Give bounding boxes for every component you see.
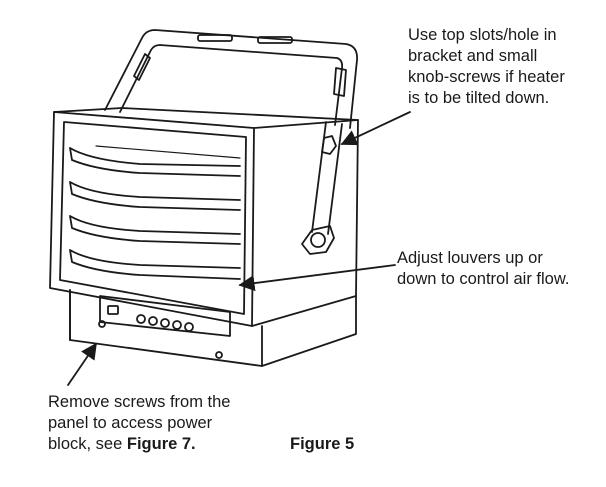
heater-cabinet	[49, 107, 359, 327]
bracket-slot-top-1	[197, 34, 233, 42]
panel-screw	[215, 351, 223, 359]
upper-bolt	[321, 135, 337, 155]
callout-line: down to control air flow.	[397, 270, 570, 288]
figure-caption: Figure 5	[290, 435, 355, 453]
louvers	[69, 145, 241, 280]
control-button	[184, 322, 194, 332]
figure-reference: Figure 7.	[126, 435, 196, 453]
callout-tilt-instructions: Use top slots/hole in bracket and small …	[408, 25, 565, 109]
callout-line: knob-screws if heater	[408, 68, 565, 86]
callout-line: bracket and small	[408, 47, 538, 65]
control-button	[136, 314, 146, 324]
callout-line: Adjust louvers up or	[397, 249, 543, 267]
callout-line: Use top slots/hole in	[408, 26, 557, 44]
control-button	[172, 320, 182, 330]
callout-louver-instructions: Adjust louvers up or down to control air…	[397, 248, 569, 290]
bracket-slot-top-2	[257, 36, 293, 44]
panel-screws	[98, 320, 223, 359]
callout-line-last: block, see Figure 7.	[48, 434, 230, 455]
arrow-screws	[67, 342, 97, 386]
louver-3	[69, 215, 241, 245]
leader-arrows	[67, 111, 411, 386]
bracket-slot-left	[133, 53, 151, 81]
bracket-slot-right	[333, 67, 347, 97]
arrow-tilt	[340, 111, 411, 146]
louver-2	[69, 181, 241, 211]
control-display	[107, 305, 119, 315]
base-panel	[69, 289, 357, 367]
louver-1	[69, 147, 241, 177]
callout-line: panel to access power	[48, 414, 213, 432]
callout-line: is to be tilted down.	[408, 89, 550, 107]
control-panel	[99, 295, 231, 337]
mounting-bracket	[104, 29, 358, 235]
callout-line: Remove screws from the	[48, 393, 231, 411]
control-buttons	[136, 314, 194, 332]
callout-screw-instructions: Remove screws from the panel to access p…	[48, 392, 230, 455]
knob-screw	[301, 225, 335, 255]
panel-screw	[98, 320, 106, 328]
control-button	[148, 316, 158, 326]
arrow-louvers	[238, 264, 396, 292]
callout-line-prefix: block, see	[48, 435, 127, 453]
louver-4	[69, 249, 241, 280]
control-button	[160, 318, 170, 328]
